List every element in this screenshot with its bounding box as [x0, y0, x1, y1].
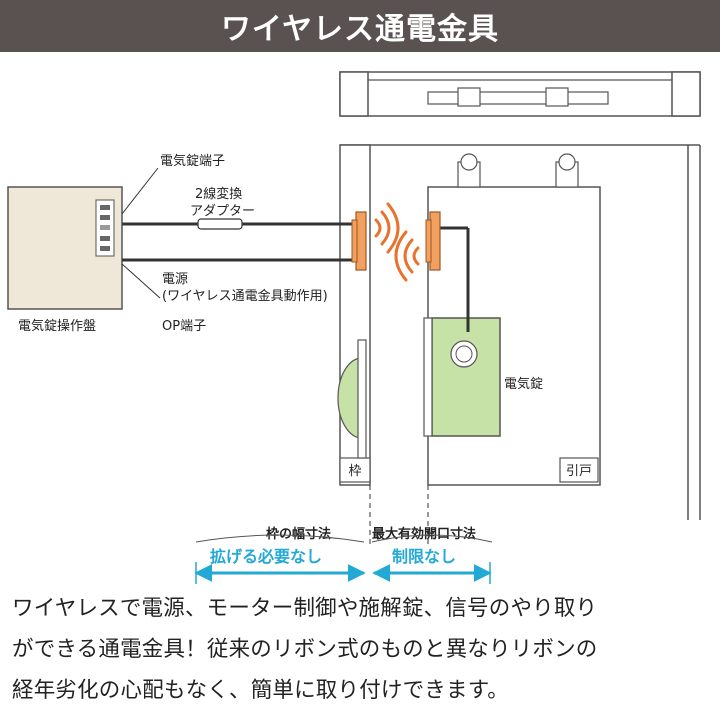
- op-terminal-label: OP端子: [162, 319, 206, 334]
- wiring: [121, 167, 470, 332]
- page-title: ワイヤレス通電金具: [220, 12, 500, 47]
- control-panel: 電気錠操作盤: [7, 186, 123, 334]
- adapter-label-line1: 2線変換: [195, 186, 242, 202]
- frame-label: 枠: [348, 464, 361, 479]
- panel-label: 電気錠操作盤: [18, 318, 96, 334]
- power-note-label: (ワイヤレス通電金具動作用): [162, 288, 328, 304]
- max-opening-label: 最大有効開口寸法: [372, 526, 476, 542]
- frame-width-label: 枠の幅寸法: [266, 526, 331, 542]
- electric-lock-label: 電気錠: [504, 376, 543, 392]
- two-wire-adapter: [197, 218, 243, 230]
- description-line-1: ワイヤレスで電源、モーター制御や施解錠、信号のやり取り: [12, 596, 598, 621]
- no-limit-label: 制限なし: [392, 547, 456, 566]
- terminal-label: 電気錠端子: [160, 153, 225, 169]
- wireless-receiver: [425, 211, 441, 271]
- door-frame-structure: [340, 144, 701, 520]
- sliding-door-label: 引戸: [566, 464, 592, 479]
- header-banner: ワイヤレス通電金具: [0, 0, 720, 52]
- description-line-2: ができる通電金具！従来のリボン式のものと異なりリボンの: [12, 637, 598, 662]
- wireless-transmitter: [351, 211, 367, 271]
- adapter-label-line2: アダプター: [190, 204, 255, 219]
- electric-lock: 電気錠: [423, 317, 543, 437]
- lock-strike: [337, 357, 363, 439]
- top-rail: [339, 71, 701, 117]
- wireless-signal-icon: [374, 202, 420, 282]
- wireless-power-fitting-diagram: 枠 引戸 電気錠 電気錠操作盤: [7, 71, 701, 584]
- no-expand-label: 拡げる必要なし: [210, 547, 322, 566]
- description-line-3: 経年劣化の心配もなく、簡単に取り付けできます。: [12, 678, 509, 703]
- power-label: 電源: [162, 272, 188, 287]
- description-text: ワイヤレスで電源、モーター制御や施解錠、信号のやり取り ができる通電金具！従来の…: [12, 588, 712, 711]
